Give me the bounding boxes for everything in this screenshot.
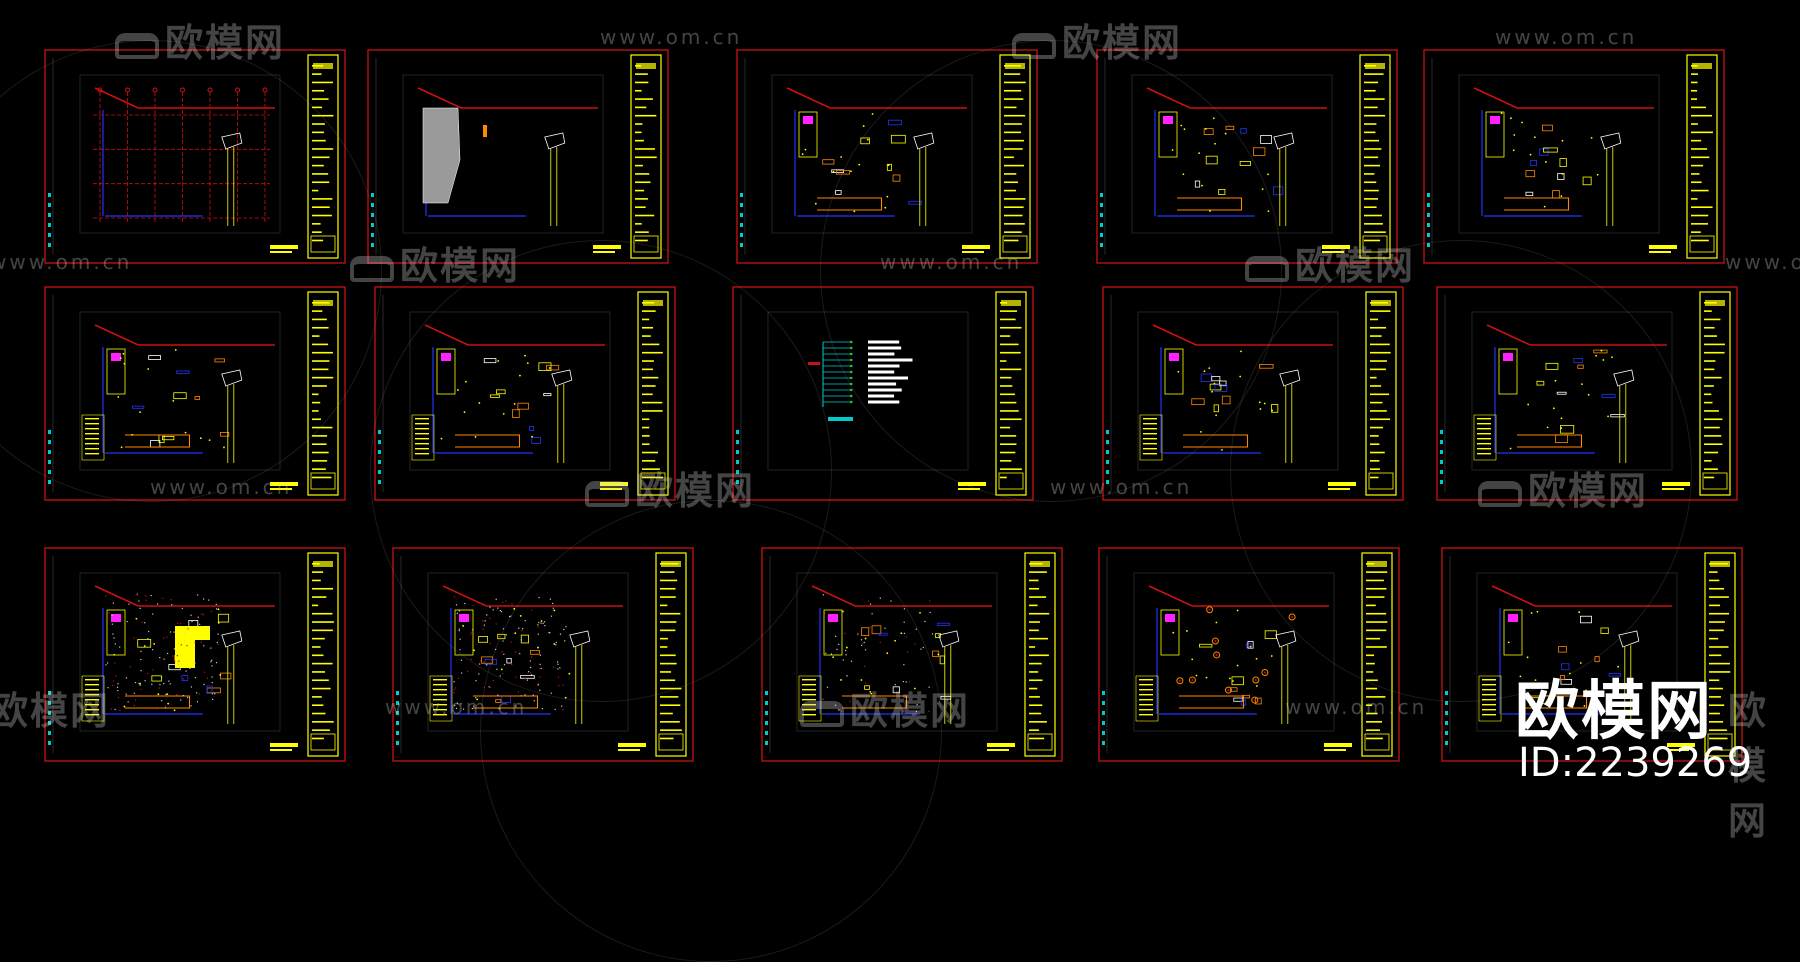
drawing-sheet[interactable] (732, 286, 1034, 501)
stair-detail (938, 630, 960, 648)
title-block (307, 552, 339, 757)
stair-detail (1279, 369, 1301, 387)
title-block (307, 54, 339, 259)
drawing-sheet[interactable] (374, 286, 676, 501)
stair-detail (221, 369, 243, 387)
title-block (637, 291, 669, 496)
drawing-sheet[interactable] (44, 547, 346, 762)
drawing-sheet[interactable] (1423, 49, 1725, 264)
drawing-area (79, 311, 281, 471)
stair-detail (221, 132, 243, 150)
sheet-frame (1423, 49, 1725, 264)
drawing-sheet[interactable] (392, 547, 694, 762)
title-block (995, 291, 1027, 496)
drawing-sheet[interactable] (736, 49, 1038, 264)
drawing-sheet[interactable] (367, 49, 669, 264)
drawing-area (1131, 74, 1333, 234)
drawing-area (1137, 311, 1339, 471)
brand-logo: 欧模网 (1515, 675, 1713, 749)
title-block (1024, 552, 1056, 757)
drawing-sheet[interactable] (1436, 286, 1738, 501)
drawing-sheet[interactable] (1102, 286, 1404, 501)
drawing-area (771, 74, 973, 234)
sheet-frame (732, 286, 1034, 501)
title-block (1686, 54, 1718, 259)
sheet-frame (392, 547, 694, 762)
sheet-frame (761, 547, 1063, 762)
stair-detail (569, 630, 591, 648)
drawing-area (1471, 311, 1673, 471)
drawing-sheet[interactable] (1096, 49, 1398, 264)
drawing-sheet[interactable] (761, 547, 1063, 762)
stair-detail (1275, 630, 1297, 648)
title-block (1365, 291, 1397, 496)
sheet-frame (374, 286, 676, 501)
title-block (307, 291, 339, 496)
sheet-frame (44, 286, 346, 501)
title-block (1359, 54, 1391, 259)
drawing-area (796, 572, 998, 732)
sheet-frame (1436, 286, 1738, 501)
drawing-area (79, 572, 281, 732)
drawing-area (409, 311, 611, 471)
drawing-area (427, 572, 629, 732)
drawing-area (1476, 572, 1678, 732)
drawing-sheet[interactable] (44, 286, 346, 501)
sheet-frame (44, 547, 346, 762)
drawing-sheet-gallery (44, 49, 1743, 762)
sheet-frame (1096, 49, 1398, 264)
sheet-frame (44, 49, 346, 264)
stair-detail (1273, 132, 1295, 150)
stair-detail (1613, 369, 1635, 387)
sheet-frame (1098, 547, 1400, 762)
drawing-sheet[interactable] (1441, 547, 1743, 762)
title-block (1361, 552, 1393, 757)
stair-detail (221, 630, 243, 648)
stair-detail (1618, 630, 1640, 648)
drawing-area (402, 74, 604, 234)
drawing-sheet[interactable] (1098, 547, 1400, 762)
drawing-area (79, 74, 281, 234)
stair-detail (913, 132, 935, 150)
stair-detail (1600, 132, 1622, 150)
floor-hatch (175, 626, 210, 668)
drawing-area (1133, 572, 1335, 732)
drawing-sheet[interactable] (44, 49, 346, 264)
title-block (1699, 291, 1731, 496)
title-block (630, 54, 662, 259)
title-block (655, 552, 687, 757)
title-block (1704, 552, 1736, 757)
sheet-frame (736, 49, 1038, 264)
stair-detail (551, 369, 573, 387)
model-id: ID:2239269 (1518, 740, 1753, 786)
drawing-area (1458, 74, 1660, 234)
sheet-frame (1102, 286, 1404, 501)
title-block (999, 54, 1031, 259)
sheet-frame (367, 49, 669, 264)
demolition-hatch (422, 107, 461, 204)
drawing-area (767, 311, 969, 471)
sheet-frame (1441, 547, 1743, 762)
stair-detail (544, 132, 566, 150)
